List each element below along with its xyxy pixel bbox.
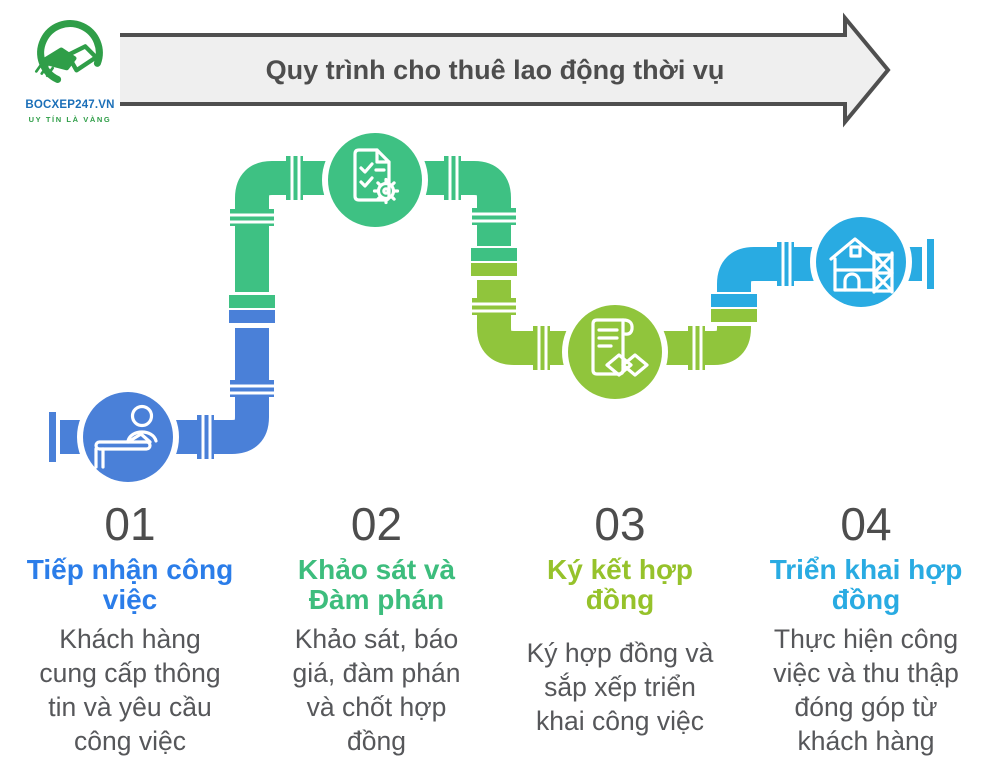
step-title: Ký kết hợp đồng	[547, 553, 693, 616]
pipe-coupling	[472, 208, 516, 225]
pipe-coupling	[777, 242, 794, 286]
pipe-coupling	[230, 380, 274, 397]
pipe-blue-segment	[60, 308, 269, 454]
construction-house-icon	[829, 237, 894, 294]
step-3-column: 03 Ký kết hợp đồng Ký hợp đồng và sắp xế…	[500, 498, 740, 739]
step-number: 01	[104, 498, 156, 550]
step-description: Thực hiện công việc và thu thập đóng góp…	[773, 624, 959, 756]
logo-brand-text: BOCXEP247.VN	[25, 99, 115, 111]
arrow-banner-shape	[120, 12, 891, 128]
step-title: Tiếp nhận công việc	[26, 553, 234, 616]
survey-checklist-gear-icon	[353, 148, 400, 205]
logo: BOCXEP247.VN UY TÍN LÀ VÀNG	[8, 16, 132, 124]
step-description: Khách hàng cung cấp thông tin và yêu cầu…	[39, 624, 221, 756]
step-number: 02	[350, 498, 403, 550]
banner-title: Quy trình cho thuê lao động thời vụ	[265, 54, 725, 85]
step-number: 03	[594, 498, 646, 550]
step-number: 04	[840, 498, 892, 550]
pipe-coupling	[444, 156, 461, 200]
pipe-coupling	[286, 156, 303, 200]
step-2-column: 02 Khảo sát và Đàm phán Khảo sát, báo gi…	[255, 498, 498, 759]
pipe-junction-lime-cyan	[708, 292, 760, 326]
step4-node	[810, 211, 912, 313]
pipe-end-flange-left	[49, 412, 56, 462]
step-4-column: 04 Triển khai hợp đồng Thực hiện công vi…	[742, 498, 990, 759]
pipe-coupling	[197, 415, 214, 459]
handshake-circle-icon	[34, 20, 103, 86]
pipe-junction-green-lime	[468, 246, 520, 280]
pipe-coupling	[533, 326, 550, 370]
pipe-junction-blue-green	[226, 292, 278, 328]
pipe-end-flange-right	[927, 239, 934, 289]
pipe-coupling	[472, 298, 516, 315]
step3-node	[562, 299, 668, 405]
step-description: Khảo sát, báo giá, đàm phán và chốt hợp …	[292, 624, 461, 756]
step2-node	[322, 127, 428, 233]
step-1-column: 01 Tiếp nhận công việc Khách hàng cung c…	[10, 498, 250, 759]
pipe-coupling	[688, 326, 705, 370]
step-title: Khảo sát và Đàm phán	[297, 553, 456, 616]
pipe-cyan-segment	[717, 247, 922, 300]
reception-desk-icon	[94, 404, 158, 469]
pipe-coupling	[230, 209, 274, 226]
step-description: Ký hợp đồng và sắp xếp triển khai công v…	[526, 638, 714, 736]
step1-node	[77, 386, 179, 488]
logo-tagline-text: UY TÍN LÀ VÀNG	[28, 115, 112, 124]
title-arrow-banner	[120, 12, 891, 128]
step-title: Triển khai hợp đồng	[769, 553, 963, 616]
contract-handshake-icon	[591, 318, 649, 377]
